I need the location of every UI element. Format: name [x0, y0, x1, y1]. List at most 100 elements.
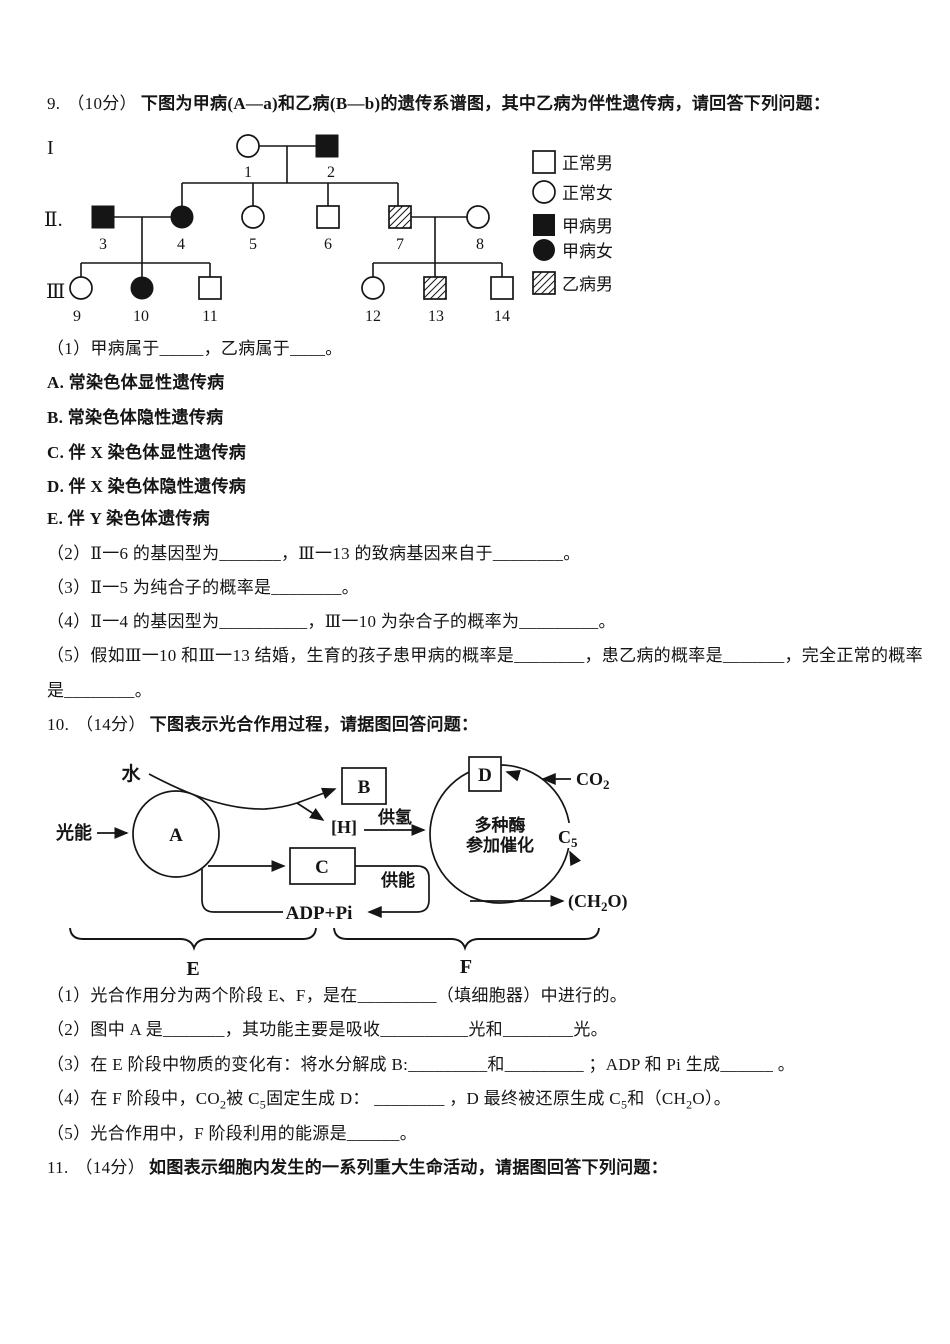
q11-title: 11.（14分）如图表示细胞内发生的一系列重大生命活动，请据图回答下列问题：: [47, 1156, 668, 1179]
q10-item-4-sub: 5: [259, 1097, 267, 1112]
pedigree-diagram: I Ⅱ. Ⅲ 1 2 3 4 5 6 7 8 9 10 11 12 13 14 …: [44, 134, 613, 325]
q9-title-text: 下图为甲病(A—a)和乙病(B—b)的遗传系谱图，其中乙病为伴性遗传病，请回答下…: [140, 94, 831, 113]
q10-item-4: （4）在 F 阶段中，CO2被 C5固定生成 D： ________ ，D 最终…: [47, 1087, 731, 1110]
legend-label-normal-male: 正常男: [562, 154, 613, 173]
q11-number: 11.: [47, 1158, 69, 1177]
q10-item-4-seg: 被 C: [226, 1089, 260, 1108]
pedigree-id-9: 9: [73, 308, 81, 325]
ch2o-part1: (CH: [568, 891, 601, 912]
legend-open-circle-icon: [532, 180, 556, 204]
pedigree-individual-4: [170, 205, 194, 229]
node-d-box: [468, 756, 502, 792]
pedigree-id-8: 8: [476, 236, 484, 253]
pedigree-individual-8: [466, 205, 490, 229]
node-a-label: A: [169, 825, 183, 846]
pedigree-individual-10: [130, 276, 154, 300]
stage-e-label: E: [186, 958, 199, 980]
generation-label-3: Ⅲ: [46, 281, 65, 303]
q10-item-5: （5）光合作用中，F 阶段利用的能源是______。: [47, 1124, 418, 1143]
pedigree-id-11: 11: [202, 308, 217, 325]
stage-f-label: F: [460, 956, 472, 978]
pedigree-individual-12: [361, 276, 385, 300]
co2-label: CO2: [576, 769, 610, 792]
legend-filled-square-icon: [533, 214, 555, 236]
co2-base: CO: [576, 769, 603, 789]
ch2o-label: (CH2O): [568, 891, 628, 914]
q9-number: 9.: [47, 94, 61, 113]
node-b-label: B: [358, 777, 371, 798]
q10-item-4-sub: 2: [219, 1097, 227, 1112]
water-flow-curve: [148, 773, 298, 810]
pedigree-individual-5: [241, 205, 265, 229]
legend-filled-circle-icon: [533, 239, 555, 261]
pedigree-id-1: 1: [244, 164, 252, 181]
arrowhead-into-c5: [569, 850, 582, 867]
stage-f-brace: [333, 927, 600, 951]
stage-e-brace: [69, 927, 317, 951]
co2-subscript: 2: [603, 777, 610, 792]
q9-option-a: A. 常染色体显性遗传病: [47, 373, 225, 392]
pedigree-id-5: 5: [249, 236, 257, 253]
c5-label-background: [554, 823, 584, 848]
q9-item-5-continued: 是________。: [47, 681, 152, 700]
q9-item-2: （2）Ⅱ一6 的基因型为_______，Ⅲ一13 的致病基因来自于_______…: [47, 544, 581, 563]
pedigree-individual-9: [69, 276, 93, 300]
enzyme-label-line1: 多种酶: [475, 815, 526, 835]
q9-option-c: C. 伴 X 染色体显性遗传病: [47, 443, 247, 462]
arrow-to-b: [296, 787, 337, 804]
q11-score: （14分）: [75, 1158, 146, 1177]
q9-option-b: B. 常染色体隐性遗传病: [47, 408, 224, 427]
c5-subscript: 5: [571, 835, 578, 850]
water-label: 水: [121, 763, 141, 785]
pedigree-id-7: 7: [396, 236, 404, 253]
ch2o-part2: O): [608, 891, 628, 912]
pedigree-id-12: 12: [365, 308, 381, 325]
q9-item-1: （1）甲病属于_____，乙病属于____。: [47, 339, 343, 358]
q9-option-d: D. 伴 X 染色体隐性遗传病: [47, 477, 247, 496]
energy-supply-loop: [355, 865, 430, 918]
pedigree-legend: 正常男 正常女 甲病男 甲病女 乙病男: [532, 150, 613, 295]
legend-open-square-icon: [532, 150, 556, 174]
q10-item-4-sub: 5: [620, 1097, 628, 1112]
light-energy-label: 光能: [55, 822, 92, 843]
photosynthesis-diagram: 水 光能 A B C D [H] 供氢 供能 多种酶 参加催化 C5 CO2 (…: [55, 756, 628, 980]
q9-item-4: （4）Ⅱ一4 的基因型为__________，Ⅲ一10 为杂合子的概率为____…: [47, 612, 616, 631]
c5-label: C5: [558, 827, 578, 850]
node-a-circle: [132, 790, 220, 878]
pedigree-individual-11: [198, 276, 222, 300]
node-c-box: [289, 847, 356, 885]
pedigree-id-14: 14: [494, 308, 510, 325]
q10-title: 10.（14分）下图表示光合作用过程，请据图回答问题：: [47, 713, 478, 736]
pedigree-id-4: 4: [177, 236, 185, 253]
pedigree-id-3: 3: [99, 236, 107, 253]
q9-item-3: （3）Ⅱ一5 为纯合子的概率是________。: [47, 578, 360, 597]
adp-pi-label: ADP+Pi: [286, 903, 353, 924]
q10-score: （14分）: [76, 715, 146, 734]
node-b-box: [341, 767, 387, 805]
q9-item-5: （5）假如Ⅲ一10 和Ⅲ一13 结婚，生育的孩子患甲病的概率是________，…: [47, 646, 923, 665]
q10-title-text: 下图表示光合作用过程，请据图回答问题：: [149, 715, 479, 734]
pedigree-individual-1: [236, 134, 260, 158]
pedigree-id-6: 6: [324, 236, 332, 253]
pedigree-individual-2: [315, 134, 339, 158]
pedigree-individual-6: [316, 205, 340, 229]
generation-label-1: I: [47, 137, 54, 159]
q9-title: 9.（10分）下图为甲病(A—a)和乙病(B—b)的遗传系谱图，其中乙病为伴性遗…: [47, 92, 830, 115]
arrowhead-into-d: [505, 769, 521, 782]
hydrogen-label: [H]: [331, 817, 357, 837]
pedigree-individual-14: [490, 276, 514, 300]
node-d-label: D: [478, 765, 492, 786]
q10-item-1: （1）光合作用分为两个阶段 E、F，是在_________（填细胞器）中进行的。: [47, 986, 628, 1005]
q10-item-4-seg: O）。: [692, 1089, 732, 1108]
legend-label-disease-a-female: 甲病女: [562, 242, 613, 261]
c5-base: C: [558, 827, 571, 847]
pedigree-individual-13: [423, 276, 447, 300]
pedigree-individual-3: [91, 205, 115, 229]
legend-label-disease-a-male: 甲病男: [562, 217, 613, 236]
q10-item-4-seg: （4）在 F 阶段中，CO: [47, 1089, 220, 1108]
enzyme-label-line2: 参加催化: [466, 835, 534, 855]
q10-item-2: （2）图中 A 是_______，其功能主要是吸收__________光和___…: [47, 1020, 608, 1039]
q10-item-3: （3）在 E 阶段中物质的变化有：将水分解成 B:_________和_____…: [47, 1055, 795, 1074]
q9-option-e: E. 伴 Y 染色体遗传病: [47, 509, 210, 528]
